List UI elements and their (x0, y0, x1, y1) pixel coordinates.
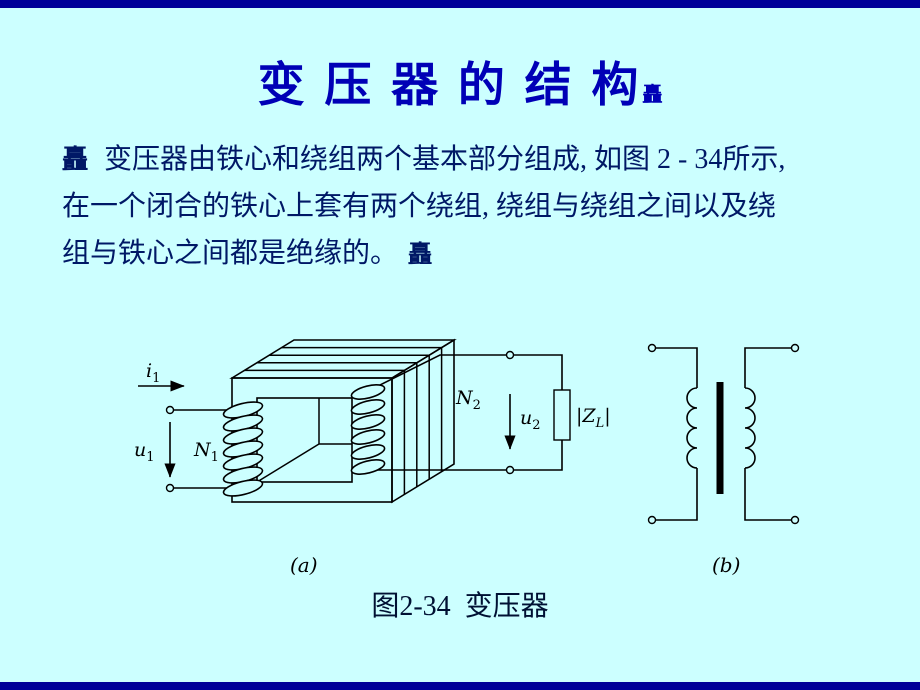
top-border-bar (0, 0, 920, 8)
load-impedance-box (553, 389, 571, 441)
body-paragraph: 矗变压器由铁心和绕组两个基本部分组成, 如图 2 - 34所示, 在一个闭合的铁… (62, 136, 872, 279)
symbol-core-bar (716, 382, 724, 494)
symbol-leads (656, 347, 791, 521)
bullet-glyph: 矗 (62, 145, 89, 174)
primary-winding (222, 401, 264, 497)
title-text: 变 压 器 的 结 构 (257, 60, 643, 112)
label-u2: u2 (520, 407, 541, 433)
label-zl: |ZL| (576, 405, 611, 431)
end-marker-glyph: 矗 (408, 242, 433, 268)
secondary-leads (368, 354, 563, 471)
core-top-face (229, 339, 457, 379)
slide-title: 变 压 器 的 结 构矗 (0, 46, 920, 115)
symbol-terminal-bottom-left (647, 515, 657, 525)
line1-text: 变压器由铁心和绕组两个基本部分组成, 如图 2 - 34所示, (104, 144, 786, 175)
label-n2: N2 (455, 387, 481, 413)
arrows (138, 380, 516, 478)
primary-terminal-bottom (165, 483, 175, 493)
bottom-border-bar (0, 682, 920, 690)
label-u1: u1 (134, 439, 155, 465)
secondary-terminal-top (505, 350, 515, 360)
paragraph-line-3: 组与铁心之间都是绝缘的。矗 (62, 230, 872, 279)
circuit-wires (174, 354, 563, 489)
symbol-secondary-coil (744, 387, 756, 469)
paragraph-line-2: 在一个闭合的铁心上套有两个绕组, 绕组与绕组之间以及绕 (62, 183, 872, 230)
secondary-winding (350, 384, 386, 475)
primary-leads (174, 409, 232, 489)
line3-text: 组与铁心之间都是绝缘的。 (62, 238, 399, 269)
terminal-nodes (165, 350, 515, 493)
subfigure-label-a: (a) (290, 553, 318, 577)
core-lamination-lines (244, 346, 443, 495)
symbol-primary-coil (686, 387, 698, 469)
primary-terminal-top (165, 405, 175, 415)
symbol-terminal-top-right (790, 343, 800, 353)
title-marker-glyph: 矗 (642, 84, 663, 106)
subfigure-label-b: (b) (712, 553, 740, 577)
secondary-terminal-bottom (505, 465, 515, 475)
core-window-depth-lines (256, 398, 352, 483)
transformer-figure: i1 u1 N1 N2 u2 |ZL| (a) (b) (0, 330, 920, 585)
figure-caption: 图2-34 变压器 (371, 591, 549, 622)
symbol-terminal-top-left (647, 343, 657, 353)
transformer-symbol (647, 343, 800, 525)
figure-svg: i1 u1 N1 N2 u2 |ZL| (a) (b) (134, 338, 800, 577)
paragraph-line-1: 矗变压器由铁心和绕组两个基本部分组成, 如图 2 - 34所示, (62, 136, 872, 183)
symbol-terminal-bottom-right (790, 515, 800, 525)
core-window (256, 397, 353, 483)
label-i1: i1 (146, 360, 160, 386)
label-n1: N1 (193, 439, 219, 465)
line2-text: 在一个闭合的铁心上套有两个绕组, 绕组与绕组之间以及绕 (62, 191, 777, 222)
